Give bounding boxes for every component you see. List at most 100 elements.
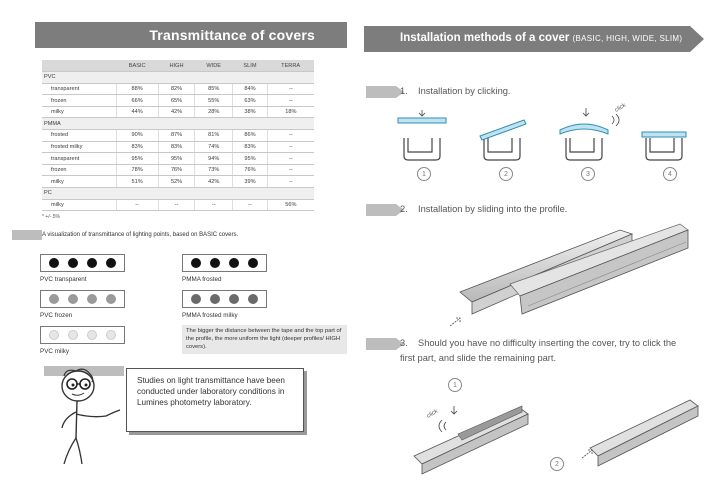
light-dot [105, 330, 116, 340]
stage-number: 2 [499, 167, 513, 181]
header-cell: BASIC [116, 60, 159, 73]
table-cell: 42% [194, 175, 233, 189]
row-label: transparent [42, 83, 116, 96]
section-marker [44, 366, 124, 376]
step-1-text: 1. Installation by clicking. [400, 86, 511, 96]
step-3-text: 3.Should you have no difficulty insertin… [400, 336, 690, 366]
table-cell: 66% [115, 94, 159, 107]
click-label: click [614, 102, 628, 114]
group-label: PVC [42, 71, 314, 84]
table-row: milky--------56% [42, 199, 314, 212]
box-label: PVC transparent [40, 276, 87, 283]
right-page: Installation methods of a cover (BASIC, … [360, 0, 707, 500]
table-cell: -- [266, 94, 314, 107]
light-dot [228, 294, 239, 304]
header-cell: HIGH [158, 60, 195, 73]
stage-number: 3 [581, 167, 595, 181]
click-label: click [426, 408, 440, 420]
stage-number: 2 [550, 457, 564, 471]
light-dot [68, 258, 79, 268]
transmittance-title: Transmittance of covers [35, 22, 347, 48]
click-installation-diagram: click [397, 102, 687, 161]
light-dot [210, 258, 221, 268]
table-cell: 94% [194, 152, 233, 165]
installation-title-sub: (BASIC, HIGH, WIDE, SLIM) [572, 34, 683, 43]
combined-installation-diagram: click [413, 399, 699, 475]
step-number: 1. [400, 86, 408, 96]
step-2-text: 2.Installation by sliding into the profi… [400, 204, 567, 214]
row-label: milky [42, 175, 116, 189]
sliding-installation-diagram [450, 223, 689, 327]
table-cell: 44% [115, 106, 159, 119]
step-label: Installation by clicking. [418, 86, 511, 96]
step-marker [366, 338, 404, 350]
light-dot [68, 294, 79, 304]
table-cell: -- [232, 199, 268, 212]
table-cell: 78% [115, 164, 159, 177]
dots-box-pmma-frosted-milky [182, 290, 267, 308]
row-label: frosted [42, 129, 116, 142]
table-cell: -- [115, 199, 159, 212]
box-label: PMMA frosted [182, 276, 222, 283]
visualization-title: A visualization of transmittance of ligh… [42, 232, 239, 238]
table-cell: -- [266, 83, 314, 96]
table-cell: -- [266, 152, 314, 165]
info-box: The bigger the distance between the tape… [182, 325, 347, 354]
table-cell: 84% [232, 83, 268, 96]
installation-title: Installation methods of a cover (BASIC, … [364, 26, 704, 52]
step-marker [366, 204, 404, 216]
table-cell: 55% [194, 94, 233, 107]
light-dot [191, 294, 202, 304]
installation-title-main: Installation methods of a cover [400, 32, 570, 44]
table-cell: 85% [194, 83, 233, 96]
section-marker [12, 230, 42, 240]
table-cell: 42% [157, 106, 195, 119]
light-dot [86, 294, 97, 304]
table-group-row: PVC [42, 71, 314, 84]
table-header-row: BASIC HIGH WIDE SLIM TERRA [42, 60, 314, 73]
row-label: frozen [42, 164, 116, 177]
table-cell: 65% [157, 94, 195, 107]
table-cell: 39% [232, 175, 268, 189]
row-label: frozen [42, 94, 116, 107]
stage-number: 1 [448, 378, 462, 392]
table-cell: 52% [157, 175, 195, 189]
table-cell: 18% [266, 106, 314, 119]
table-cell: 90% [115, 129, 159, 142]
stick-figure-illustration [61, 368, 121, 465]
step-marker [366, 86, 404, 98]
table-cell: 28% [194, 106, 233, 119]
table-cell: 95% [157, 152, 195, 165]
table-cell: 88% [115, 83, 159, 96]
light-dot [228, 258, 239, 268]
header-cell: SLIM [232, 60, 268, 73]
dots-box-pvc-frozen [40, 290, 125, 308]
table-cell: -- [266, 141, 314, 154]
table-group-row: PC [42, 187, 314, 200]
box-label: PVC milky [40, 348, 70, 355]
table-cell: -- [266, 129, 314, 142]
table-cell: -- [266, 175, 314, 189]
header-cell: TERRA [267, 60, 314, 73]
step-number: 3. [400, 338, 408, 348]
step-label: Should you have no difficulty inserting … [400, 338, 677, 363]
row-label: frosted milky [42, 141, 116, 154]
table-cell: 38% [232, 106, 268, 119]
light-dot [86, 330, 97, 340]
table-cell: 76% [232, 164, 268, 177]
light-dot [68, 330, 79, 340]
table-group-row: PMMA [42, 117, 314, 131]
table-cell: 87% [157, 129, 195, 142]
step-label: Installation by sliding into the profile… [418, 204, 568, 214]
table-cell: -- [266, 164, 314, 177]
dots-box-pvc-transparent [40, 254, 125, 272]
light-dot [247, 294, 258, 304]
table-cell: -- [194, 199, 233, 212]
speech-bubble: Studies on light transmittance have been… [126, 368, 304, 432]
